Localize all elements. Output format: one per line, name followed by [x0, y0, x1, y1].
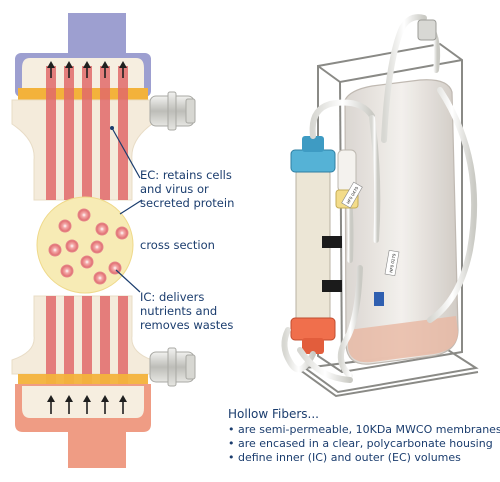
top-side-port: [149, 91, 196, 131]
top-fibers: [46, 66, 128, 200]
ic-label-line-1: IC: delivers: [140, 290, 205, 304]
bioreactor-photo: HF0 0470 HF0 0279: [281, 14, 479, 398]
ec-label-line-3: secreted protein: [140, 196, 235, 210]
bottom-outlet-cap: [68, 432, 126, 468]
hollow-fibers-bullet: define inner (IC) and outer (EC) volumes: [228, 451, 496, 465]
photo-tag-2: HF0 0279: [384, 249, 400, 277]
top-clamp: [417, 19, 437, 41]
cross-pointer-ic: [115, 269, 141, 293]
cartridge-top-port: [302, 136, 324, 152]
hollow-fibers-caption: Hollow Fibers... are semi-permeable, 10K…: [228, 407, 500, 465]
ec-label-line-1: EC: retains cells: [140, 168, 232, 182]
hollow-fibers-bullets: are semi-permeable, 10KDa MWCO membranes…: [228, 423, 500, 465]
cross-section-label: cross section: [140, 238, 215, 252]
ec-pointer: [111, 127, 141, 179]
ic-label-line-2: nutrients and: [140, 304, 218, 318]
cartridge-bottom-port: [302, 338, 324, 354]
bottom-side-port: [149, 347, 196, 387]
bottom-orange-band: [18, 374, 148, 386]
hollow-fibers-title: Hollow Fibers...: [228, 407, 319, 421]
bottle-liquid: [348, 316, 458, 363]
cross-section: [36, 196, 143, 294]
ic-label-line-3: removes wastes: [140, 318, 234, 332]
cross-section-label-text: cross section: [140, 238, 215, 252]
blue-luer: [374, 292, 384, 306]
cartridge-clip-lower: [322, 280, 342, 292]
ec-label: EC: retains cells and virus or secreted …: [140, 168, 234, 210]
cartridge-body: [295, 167, 331, 331]
bottom-fibers: [46, 296, 128, 416]
cross-pointer-ec: [119, 199, 143, 215]
cartridge-clip-upper: [322, 236, 342, 248]
top-inlet-cap: [68, 13, 126, 53]
hollow-fibers-bullet: are encased in a clear, polycarbonate ho…: [228, 437, 496, 451]
top-cartridge: [11, 13, 196, 201]
ec-pointer-dot: [110, 126, 114, 130]
ec-label-line-2: and virus or: [140, 182, 209, 196]
cartridge-bottom-cap: [290, 317, 336, 341]
ic-label: IC: delivers nutrients and removes waste…: [140, 290, 233, 332]
bottom-flow-arrows: [47, 395, 127, 414]
hollow-fibers-bullet: are semi-permeable, 10KDa MWCO membranes: [228, 423, 500, 437]
top-flow-arrows: [47, 61, 127, 78]
cartridge-top-cap: [290, 149, 336, 173]
photo-tag-2-text: HF0 0279: [388, 253, 396, 273]
bottom-cartridge: [11, 295, 196, 468]
cross-section-fibers: [48, 208, 129, 285]
